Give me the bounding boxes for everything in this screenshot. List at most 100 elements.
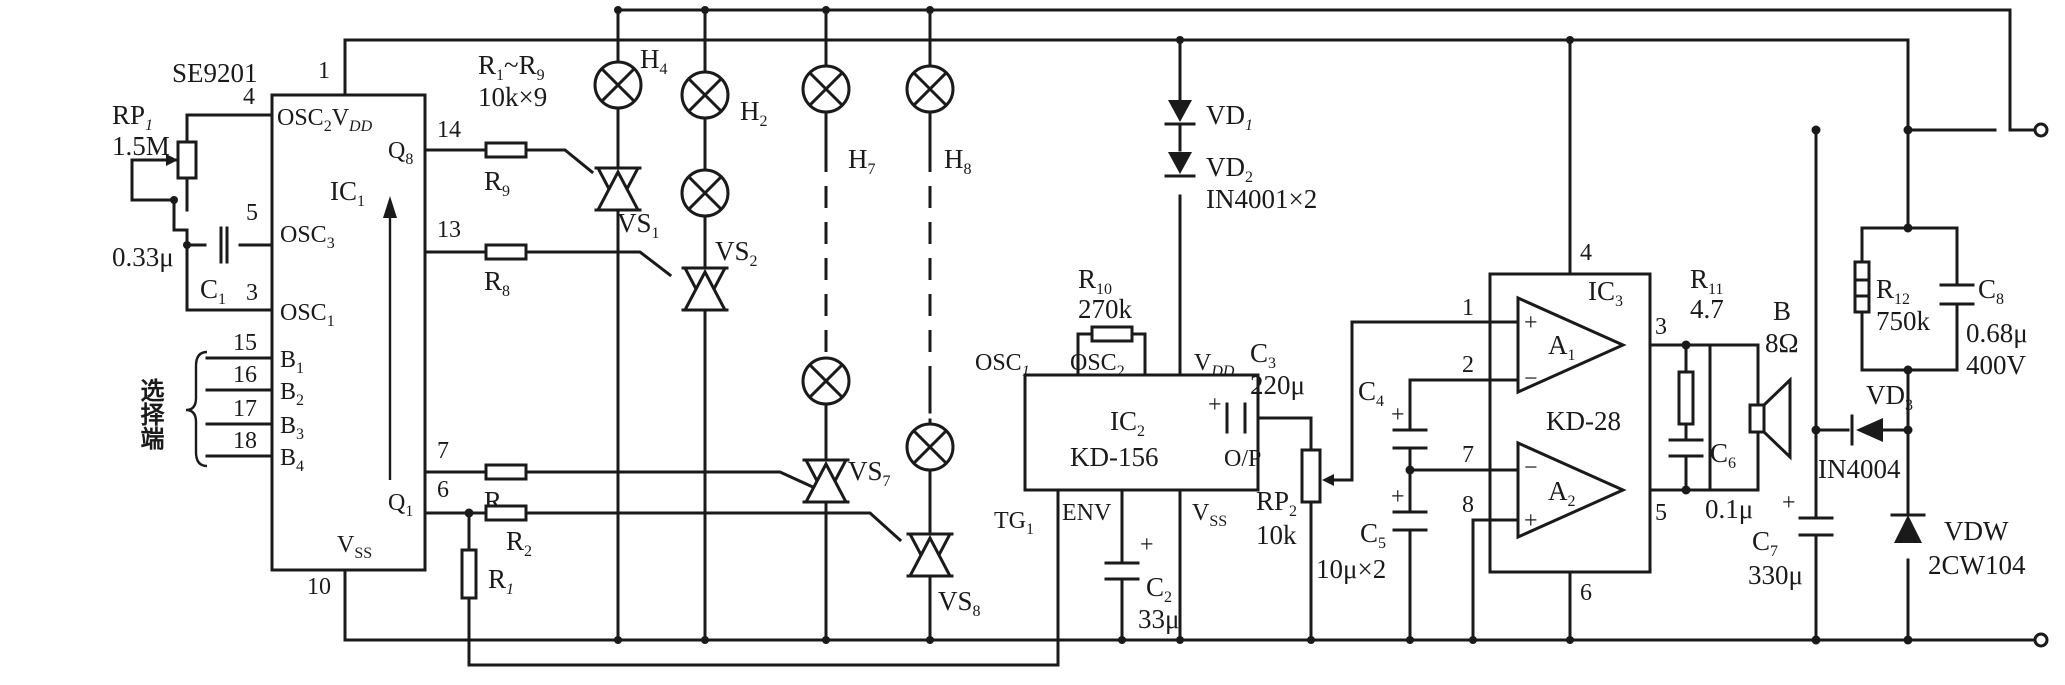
ic2-op-label: O/P bbox=[1224, 446, 1261, 472]
resistor-array-label: R1~R9 bbox=[478, 50, 545, 84]
svg-text:+: + bbox=[1140, 532, 1154, 558]
ic1-pin-number: 13 bbox=[437, 217, 461, 243]
ic1-pin-number: 15 bbox=[233, 330, 257, 356]
capacitor-c8: C8 0.68μ 400V bbox=[1939, 274, 2028, 380]
ic1-pin-number: 6 bbox=[437, 477, 449, 503]
svg-text:8Ω: 8Ω bbox=[1765, 328, 1799, 358]
ic2-osc1-label: OSC1 bbox=[975, 350, 1030, 380]
svg-text:IC3: IC3 bbox=[1588, 276, 1623, 310]
ic1-part-number: SE9201 bbox=[172, 58, 258, 88]
svg-text:R11: R11 bbox=[1690, 264, 1723, 298]
ac-terminal-bottom bbox=[2033, 632, 2049, 648]
ic1-ref: IC1 bbox=[330, 176, 365, 210]
capacitor-c7: + C7 330μ bbox=[1748, 490, 1834, 590]
vd-part-number: IN4001×2 bbox=[1206, 184, 1317, 214]
capacitor-c6: C6 0.1μ bbox=[1668, 438, 1753, 524]
triac-vs7: VS7 bbox=[802, 456, 891, 504]
zener-vdw: VDW 2CW104 bbox=[1890, 513, 2026, 580]
svg-text:270k: 270k bbox=[1078, 294, 1133, 324]
junction-dots bbox=[170, 6, 1913, 645]
svg-text:A1: A1 bbox=[1548, 330, 1576, 364]
svg-text:C7: C7 bbox=[1752, 526, 1778, 560]
resistor-r12: R12 750k bbox=[1853, 260, 1931, 336]
svg-text:220μ: 220μ bbox=[1250, 370, 1305, 400]
svg-text:−: − bbox=[1524, 455, 1538, 481]
lamp-h8: H8 bbox=[905, 64, 972, 178]
svg-text:33μ: 33μ bbox=[1138, 604, 1179, 634]
svg-text:R12: R12 bbox=[1876, 274, 1910, 308]
svg-text:R2: R2 bbox=[506, 526, 532, 560]
svg-text:VD1: VD1 bbox=[1206, 100, 1253, 134]
diode-vd1: VD1 bbox=[1164, 100, 1253, 134]
ic3-pin-number: 5 bbox=[1655, 500, 1667, 526]
ic2-vss-label: VSS bbox=[1192, 500, 1227, 530]
svg-text:IN4004: IN4004 bbox=[1818, 454, 1901, 484]
rp1-potentiometer: RP1 1.5M bbox=[112, 100, 198, 180]
ic1-pin-number: 10 bbox=[307, 574, 331, 600]
select-terminal-label: 选择端 bbox=[136, 378, 164, 450]
lamp-h7-lower bbox=[801, 356, 851, 406]
ic1-pin-number: 17 bbox=[233, 396, 257, 422]
svg-text:B: B bbox=[1773, 296, 1791, 326]
ic3-pin-number: 7 bbox=[1462, 442, 1474, 468]
svg-text:+: + bbox=[1391, 402, 1405, 428]
ic1-pin-number: 3 bbox=[246, 280, 258, 306]
svg-text:H8: H8 bbox=[944, 144, 972, 178]
ic1-se9201: SE9201 IC1 OSC2VDD OSC3 OSC1 B1 B2 B3 B4… bbox=[136, 58, 461, 600]
ic3-pin-number: 3 bbox=[1655, 314, 1667, 340]
svg-text:400V: 400V bbox=[1966, 350, 2027, 380]
diode-vd2: VD2 bbox=[1164, 152, 1253, 186]
ic1-pin-number: 18 bbox=[233, 428, 257, 454]
lamp-h2-upper: H2 bbox=[680, 70, 768, 130]
svg-text:VS2: VS2 bbox=[715, 236, 758, 270]
ic1-q1-pin-label: Q1 bbox=[388, 490, 413, 520]
svg-text:IC2: IC2 bbox=[1110, 406, 1145, 440]
triac-vs8: VS8 bbox=[906, 532, 981, 620]
svg-text:0.1μ: 0.1μ bbox=[1705, 494, 1753, 524]
speaker-icon: B 8Ω bbox=[1748, 296, 1799, 461]
ic3-pin-number: 1 bbox=[1462, 295, 1474, 321]
svg-text:+: + bbox=[1524, 310, 1538, 336]
resistor-r8: R8 bbox=[484, 243, 528, 300]
svg-text:VS1: VS1 bbox=[617, 208, 660, 242]
svg-text:C8: C8 bbox=[1978, 274, 2004, 308]
ic1-q8-pin-label: Q8 bbox=[388, 138, 413, 168]
svg-text:RP2: RP2 bbox=[1256, 486, 1297, 520]
resistor-r10: R10 270k bbox=[1078, 264, 1134, 343]
ic2-kd156: IC2 KD-156 OSC1 OSC2 VDD O/P TG1 ENV VSS bbox=[975, 350, 1261, 538]
svg-text:0.68μ: 0.68μ bbox=[1966, 318, 2028, 348]
svg-text:VD3: VD3 bbox=[1866, 380, 1913, 414]
ic1-b3-pin-label: B3 bbox=[280, 413, 304, 443]
ic3-pin-number: 8 bbox=[1462, 492, 1474, 518]
svg-text:C5: C5 bbox=[1360, 518, 1386, 552]
ac-terminal-top bbox=[2033, 122, 2049, 138]
svg-text:C2: C2 bbox=[1146, 572, 1172, 606]
svg-text:C6: C6 bbox=[1710, 438, 1736, 472]
ic3-kd28: IC3 A1 A2 + − − + KD-28 1 2 7 8 4 3 5 6 bbox=[1462, 240, 1667, 606]
svg-text:C3: C3 bbox=[1250, 338, 1276, 372]
ic3-pin-number: 4 bbox=[1580, 240, 1592, 266]
resistor-r9: R9 bbox=[484, 141, 528, 200]
diode-vd3: VD3 IN4004 bbox=[1818, 380, 1913, 484]
svg-text:H7: H7 bbox=[848, 144, 876, 178]
c1-capacitor: C1 0.33μ bbox=[112, 226, 229, 308]
svg-text:R9: R9 bbox=[484, 166, 510, 200]
svg-text:+: + bbox=[1208, 392, 1222, 418]
c1-value: 0.33μ bbox=[112, 242, 174, 272]
capacitor-c2: + C2 33μ bbox=[1104, 532, 1179, 634]
ic3-part-number: KD-28 bbox=[1546, 406, 1621, 436]
rp1-label: RP1 bbox=[112, 100, 153, 134]
wiring bbox=[130, 8, 2037, 667]
lamp-h4: H4 bbox=[593, 44, 668, 110]
resistor-r2: R2 bbox=[484, 504, 532, 560]
capacitor-c4: + C4 bbox=[1358, 376, 1428, 450]
triac-vs1: VS1 bbox=[594, 166, 660, 242]
svg-text:750k: 750k bbox=[1876, 306, 1931, 336]
c4-c5-value: 10μ×2 bbox=[1316, 554, 1386, 584]
svg-text:R1: R1 bbox=[488, 564, 514, 598]
svg-text:+: + bbox=[1391, 484, 1405, 510]
ic2-vdd-label: VDD bbox=[1194, 350, 1235, 380]
lamp-h8-lower bbox=[905, 422, 955, 472]
ic2-tg1-label: TG1 bbox=[994, 508, 1034, 538]
